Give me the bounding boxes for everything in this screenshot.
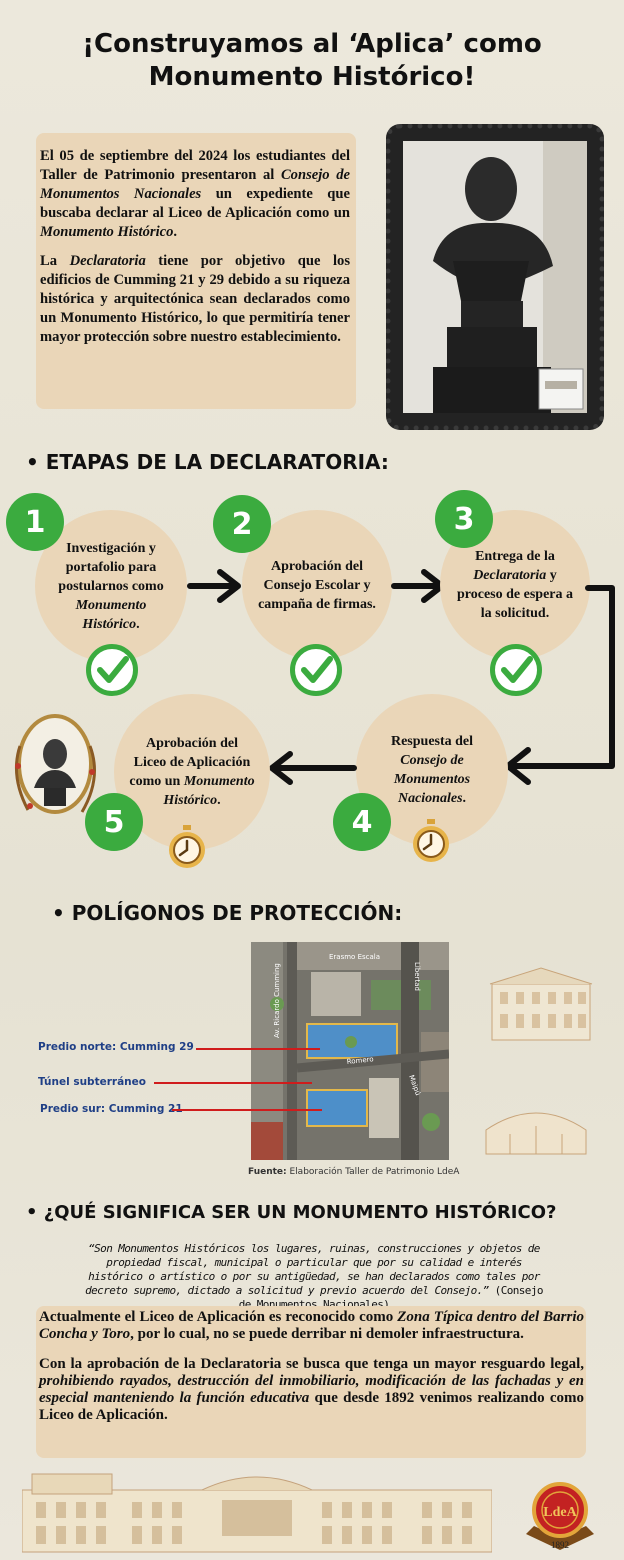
aerial-map: Erasmo Escala Av. Ricardo Cumming Libert… [251,942,449,1160]
school-logo: LdeA 1892 [520,1474,600,1554]
step-1-number: 1 [6,493,64,551]
meaning-heading: • ¿QUÉ SIGNIFICA SER UN MONUMENTO HISTÓR… [26,1202,557,1223]
step-3-number: 3 [435,490,493,548]
building-section-icon [485,1112,587,1155]
step-2-number: 2 [213,495,271,553]
check-icon [490,644,542,696]
logo-year: 1892 [551,1540,569,1550]
stopwatch-icon [413,819,449,862]
title-line-1: ¡Construyamos al ‘Aplica’ como [82,29,542,59]
building-sketch-icon [489,967,593,1041]
title-line-2: Monumento Histórico! [148,62,476,92]
map-street-label: Av. Ricardo Cumming [273,963,281,1038]
arrow-connector-icon [505,585,615,785]
bust-photo [403,141,587,413]
label-tunel: Túnel subterráneo [38,1076,146,1088]
meaning-paragraph-2: Con la aprobación de la Declaratoria se … [39,1356,585,1423]
step-5-text: Aprobación del Liceo de Aplicación como … [129,736,255,808]
step-2-text: Aprobación del Consejo Escolar y campaña… [258,558,376,612]
page-title: ¡Construyamos al ‘Aplica’ como Monumento… [0,28,624,94]
map-street-label: Erasmo Escala [329,953,380,961]
meaning-box: Actualmente el Liceo de Aplicación es re… [36,1306,586,1458]
map-street-label: Romero [346,1055,374,1066]
intro-box: El 05 de septiembre del 2024 los estudia… [36,133,356,409]
meaning-paragraph-1: Actualmente el Liceo de Aplicación es re… [39,1309,584,1342]
arrow-left-icon [269,751,357,785]
polygons-heading: • POLÍGONOS DE PROTECCIÓN: [52,901,403,925]
pointer-line [154,1082,312,1084]
step-5-number: 5 [85,793,143,851]
step-1-circle: Investigación y portafolio para postular… [35,510,187,662]
step-4-text: Respuesta del Consejo de Monumentos Naci… [390,734,474,806]
step-3-text: Entrega de la Declaratoria y proceso de … [457,549,573,621]
definition-quote: “Son Monumentos Históricos los lugares, … [85,1242,543,1311]
map-source: Fuente: Elaboración Taller de Patrimonio… [248,1167,460,1177]
arrow-right-icon [187,569,241,603]
stages-heading: • ETAPAS DE LA DECLARATORIA: [26,450,389,474]
logo-letters: LdeA [543,1505,577,1520]
step-1-text: Investigación y portafolio para postular… [58,540,164,632]
check-icon [290,644,342,696]
label-predio-sur: Predio sur: Cumming 21 [40,1103,183,1115]
bust-photo-frame [386,124,604,430]
map-street-label: Libertad [413,962,421,991]
label-predio-norte: Predio norte: Cumming 29 [38,1041,194,1053]
pointer-line [172,1109,322,1111]
intro-paragraph-2: La Declaratoria tiene por objetivo que l… [40,253,350,345]
pointer-line [196,1048,320,1050]
intro-paragraph-1: El 05 de septiembre del 2024 los estudia… [40,148,351,240]
bust-medallion-icon [14,714,96,814]
stopwatch-icon [169,825,205,868]
step-2-circle: Aprobación del Consejo Escolar y campaña… [242,510,392,660]
check-icon [86,644,138,696]
facade-sketch-icon [22,1473,492,1553]
step-4-number: 4 [333,793,391,851]
